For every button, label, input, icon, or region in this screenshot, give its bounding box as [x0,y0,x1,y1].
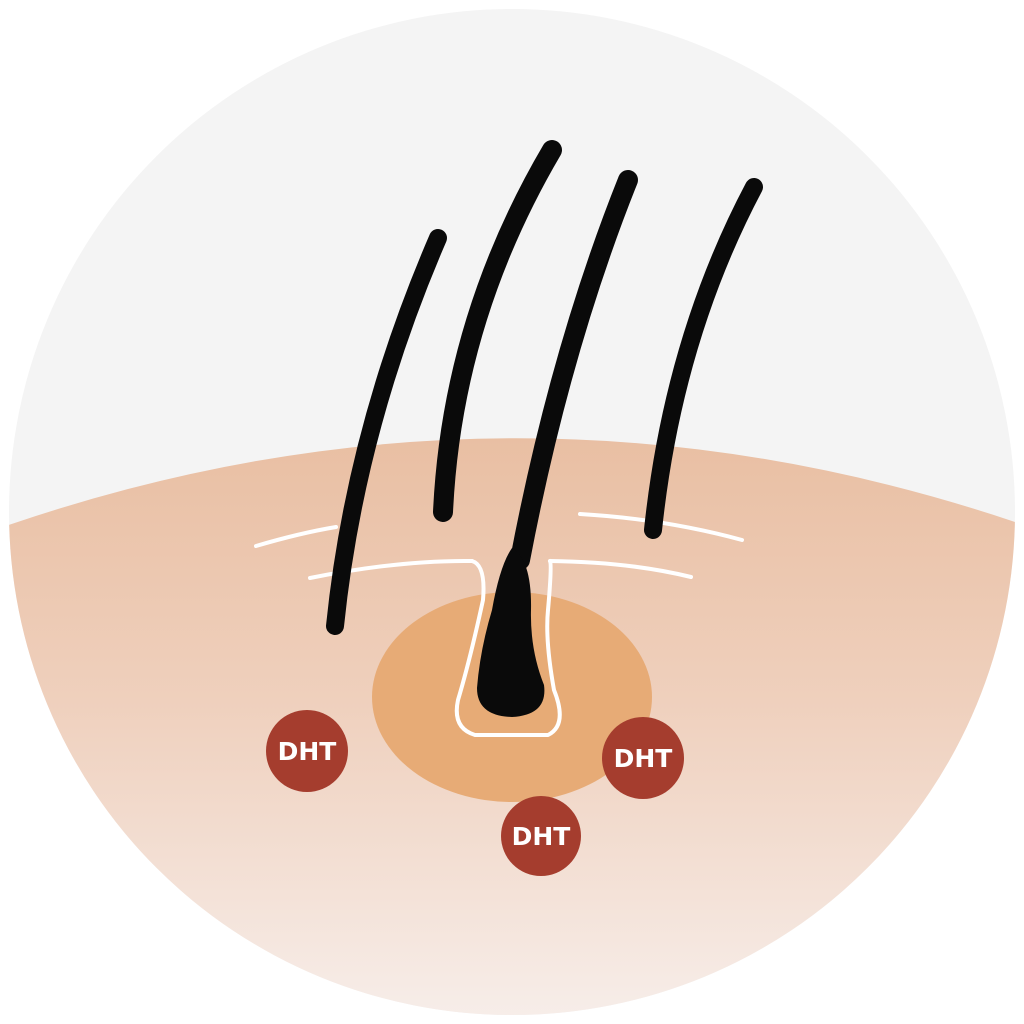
hair-strand-1 [326,229,447,635]
dht-marker-1: DHT [266,710,348,792]
dht-label: DHT [614,744,673,773]
hair-root-bulb [477,548,545,717]
dht-label: DHT [278,737,337,766]
follicle-sheath [454,559,562,737]
hair-strand-4 [644,178,763,539]
hair-strand-2 [433,140,562,522]
skin-surface-line-left-lower [308,558,474,580]
dht-marker-3: DHT [501,796,581,876]
dht-marker-2: DHT [602,717,684,799]
hair-strand-3 [510,170,638,570]
skin-surface-line-right-upper [578,512,744,542]
skin-surface-line-right-lower [548,559,693,579]
dht-label: DHT [512,822,571,851]
skin-surface-line-left-upper [254,525,338,548]
